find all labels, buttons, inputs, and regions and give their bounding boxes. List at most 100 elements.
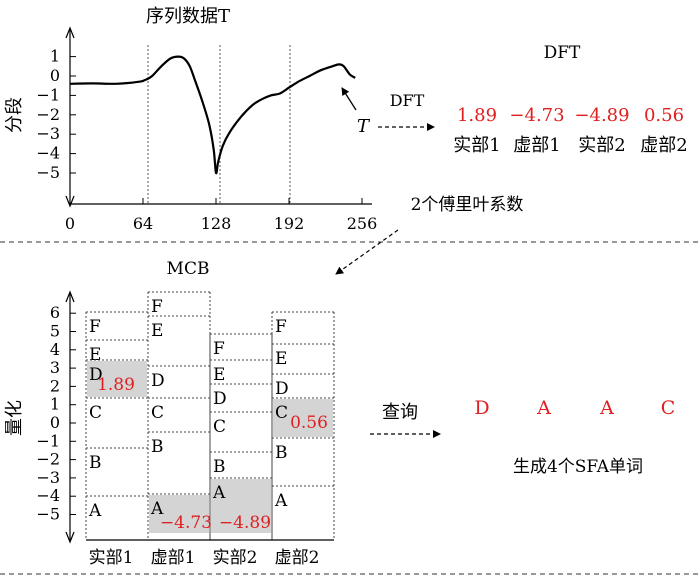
bottom-y-tick-label: −1 (36, 431, 60, 450)
mcb-bin-letter: F (89, 317, 101, 337)
top-x-tick-label: 192 (274, 214, 305, 233)
mcb-bin-letter: F (213, 339, 225, 359)
top-y-tick-label: −4 (36, 144, 60, 163)
mcb-bin-letter: A (212, 483, 226, 503)
result-label: 生成4个SFA单词 (513, 457, 643, 477)
top-title-text: 序列数据T (146, 6, 230, 27)
mcb-highlight-cell (211, 479, 271, 533)
top-y-ticks: 10−1−2−3−4−5 (36, 47, 76, 182)
mcb-bin-letter: F (275, 317, 287, 337)
bottom-y-tick-label: −3 (36, 468, 60, 487)
top-y-tick-label: −2 (36, 105, 60, 124)
sfa-word-letter: D (474, 397, 489, 419)
mcb-bin-letter: C (213, 417, 226, 437)
mcb-bin-letter: C (151, 403, 164, 423)
mcb-highlight-cell (87, 361, 147, 397)
bottom-y-tick-label: −4 (36, 486, 60, 505)
mcb-highlight-cell (149, 495, 209, 533)
top-y-axis-label: 分段 (4, 97, 25, 133)
bottom-y-tick-label: 0 (50, 413, 60, 432)
top-x-tick-label: 128 (201, 214, 232, 233)
bottom-y-tick-label: 3 (50, 358, 60, 377)
mcb-bin-letter: E (151, 321, 163, 341)
mcb-bin-letter: B (213, 457, 226, 477)
top-x-tick-label: 256 (347, 214, 378, 233)
top-y-tick-label: 1 (50, 47, 60, 66)
dft-heading: DFT (544, 43, 581, 63)
mcb-bin-letter: C (275, 403, 288, 423)
dft-value: −4.73 (509, 105, 564, 126)
mcb-coefficient-value: −4.89 (219, 513, 271, 533)
top-y-axis-arrow-down (65, 195, 75, 208)
mcb-coefficient-value: −4.73 (160, 513, 212, 533)
bottom-y-tick-label: −2 (36, 450, 60, 469)
mcb-bin-letter: B (151, 437, 164, 457)
top-y-axis-arrow-up (65, 26, 75, 39)
mcb-title: MCB (167, 259, 210, 279)
bottom-y-tick-label: 4 (50, 340, 60, 359)
sfa-word-letter: A (536, 397, 551, 419)
mcb-column-label: 实部2 (213, 548, 258, 568)
fourier-note: 2个傅里叶系数 (411, 195, 524, 215)
top-y-tick-label: −3 (36, 124, 60, 143)
mcb-bin-letter: D (213, 389, 227, 409)
sfa-word-letter: A (599, 397, 614, 419)
mcb-dashed-arrow (335, 229, 399, 275)
dft-label: 虚部1 (513, 135, 560, 156)
mcb-bin-letter: D (89, 365, 103, 385)
dft-values: 1.89 −4.73 −4.89 0.56 (457, 105, 684, 126)
mcb-highlight-cell (273, 399, 333, 437)
mcb-bin-letter: F (151, 297, 163, 317)
mcb-columns: FEDCBA1.89FEDCBA−4.73FEDCBA−4.89FEDCBA0.… (85, 291, 335, 541)
bottom-y-axis-label: 量化 (4, 400, 25, 436)
mcb-bin-letter: A (274, 491, 288, 511)
dft-label: 实部2 (578, 135, 625, 156)
mcb-bin-letter: D (151, 371, 165, 391)
dft-labels: 实部1 虚部1 实部2 虚部2 (453, 135, 687, 156)
mcb-bin-letter: B (89, 453, 102, 473)
mcb-bin-letter: A (88, 501, 102, 521)
bottom-y-tick-label: −5 (36, 505, 60, 524)
bottom-y-tick-label: 6 (50, 303, 60, 322)
mcb-bin-letter: D (275, 379, 289, 399)
top-title: 序列数据T (146, 6, 230, 27)
top-y-tick-label: 0 (50, 66, 60, 85)
top-x-tick-label: 64 (133, 214, 153, 233)
bottom-y-axis-arrow-up (65, 290, 75, 303)
mcb-bin-letter: B (275, 443, 288, 463)
top-y-tick-label: −5 (36, 163, 60, 182)
dft-value: 1.89 (457, 105, 497, 126)
mcb-column-label: 虚部2 (275, 548, 320, 568)
lookup-label: 查询 (382, 402, 418, 423)
dft-arrow-label: DFT (390, 91, 425, 110)
bottom-y-axis-arrow-down (65, 531, 75, 544)
mcb-bin-letter: A (150, 499, 164, 519)
top-x-tick-label: 0 (65, 214, 75, 233)
top-x-ticks: 0 64 128 192 256 (65, 198, 377, 233)
mcb-column-labels: 实部1 虚部1 实部2 虚部2 (89, 548, 320, 568)
bottom-y-tick-label: 2 (50, 376, 60, 395)
series-label: T (357, 116, 371, 137)
mcb-bin-letter: C (89, 403, 102, 423)
mcb-coefficient-value: 0.56 (290, 413, 328, 433)
mcb-bin-letter: E (275, 349, 287, 369)
dft-value: 0.56 (644, 105, 684, 126)
dft-label: 实部1 (453, 135, 500, 156)
dft-value: −4.89 (574, 105, 629, 126)
bottom-y-tick-label: 5 (50, 322, 60, 341)
mcb-column-label: 虚部1 (151, 548, 196, 568)
mcb-column-label: 实部1 (89, 548, 134, 568)
top-y-tick-label: −1 (36, 85, 60, 104)
series-line (69, 55, 356, 175)
sfa-word-letter: C (661, 397, 676, 419)
dft-label: 虚部2 (640, 135, 687, 156)
series-pointer-arrow (341, 87, 357, 111)
mcb-column: FE DCB A−4.73 (147, 291, 212, 540)
mcb-coefficient-value: 1.89 (97, 375, 135, 395)
